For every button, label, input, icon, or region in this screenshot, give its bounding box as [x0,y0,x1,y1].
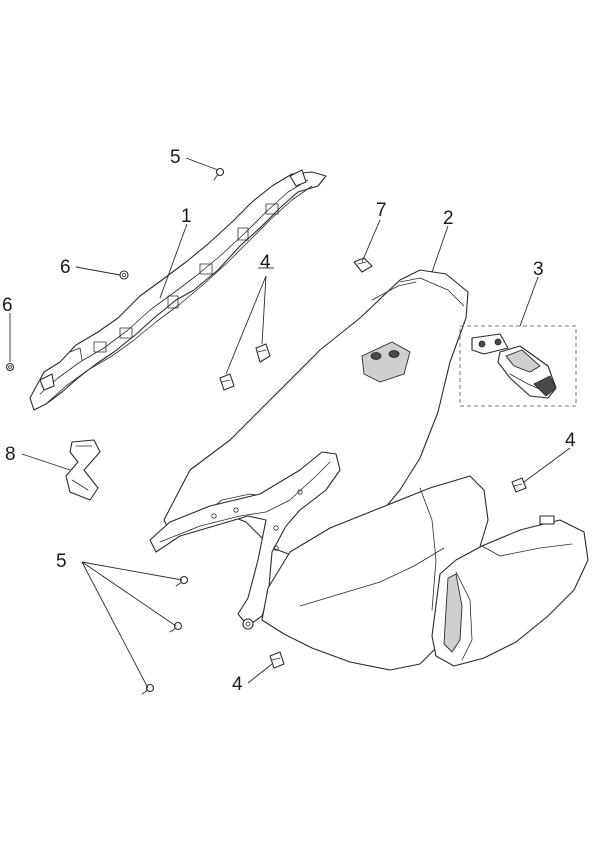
part-5-screw-b [169,621,183,633]
leader-lines [9,157,571,689]
part-6-nut-left [5,362,15,372]
callout-6-left: 6 [2,295,13,316]
part-1-bracket-rail [29,169,327,411]
callout-4-right: 4 [565,430,576,451]
part-4-clip-right [511,477,527,493]
callout-7: 7 [376,200,387,221]
callout-1: 1 [181,206,192,227]
part-6-nut-mid [119,270,129,280]
callout-2: 2 [443,208,454,229]
part-5-screw-a [175,575,189,587]
part-3-indicator-assembly [459,325,577,407]
part-4-clip-lower [269,651,285,669]
callout-3: 3 [533,259,544,280]
callout-5-top: 5 [170,147,181,168]
callout-4-upper: 4 [260,252,271,273]
part-4-clip-left [219,373,235,391]
callout-5-lower: 5 [56,551,67,572]
callout-labels: 1 2 3 4 4 4 5 5 6 6 7 8 [2,147,576,695]
callout-4-lower: 4 [232,674,243,695]
part-8-small-bracket [65,439,101,501]
part-4-clip-upper [255,343,271,363]
part-2-side-panel [149,269,589,671]
part-5-screw-top [213,167,225,181]
callout-6-mid: 6 [60,257,71,278]
part-5-screw-c [141,683,155,695]
callout-8: 8 [5,444,16,465]
part-7-clip [353,257,373,273]
